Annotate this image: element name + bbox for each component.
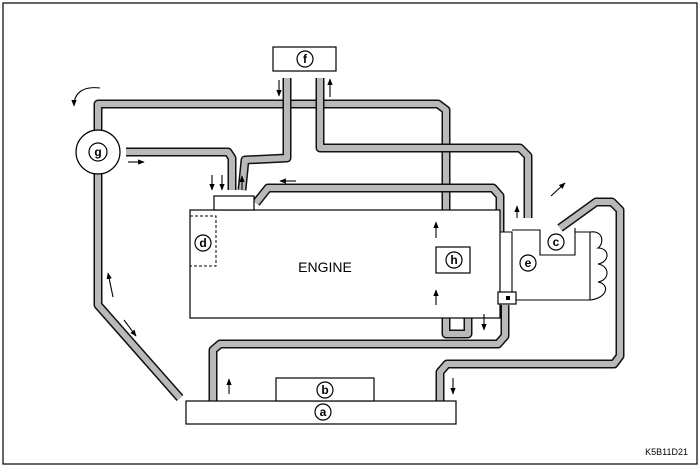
label-e-text: e [525, 256, 532, 270]
label-g: g [88, 142, 108, 162]
coolant-hoses [93, 78, 625, 402]
label-e: e [519, 254, 537, 272]
label-f: f [296, 50, 314, 68]
arrow-g-curve [71, 87, 101, 107]
sensor-pin [506, 296, 510, 300]
label-b: b [316, 381, 334, 399]
arrow-side-up [106, 272, 114, 298]
label-d-text: d [199, 236, 206, 250]
figure-code: K5B11D21 [645, 447, 688, 457]
arrow-side-down [123, 319, 137, 337]
label-a-text: a [320, 405, 327, 419]
coil-fins [589, 231, 608, 301]
engine-label: ENGINE [298, 259, 352, 275]
label-c-text: c [553, 235, 560, 249]
label-f-text: f [303, 52, 308, 66]
arrow-c-out [550, 182, 566, 197]
label-h-text: h [450, 253, 457, 267]
label-a: a [314, 403, 332, 421]
label-g-text: g [94, 145, 101, 159]
label-c: c [547, 233, 565, 251]
thermostat-housing-region [497, 228, 608, 305]
engine-outlet-housing [213, 195, 255, 211]
thermostat-d-outline [189, 215, 217, 267]
label-d: d [194, 234, 212, 252]
label-h: h [445, 251, 463, 269]
flow-arrows [71, 78, 566, 395]
label-b-text: b [321, 383, 328, 397]
